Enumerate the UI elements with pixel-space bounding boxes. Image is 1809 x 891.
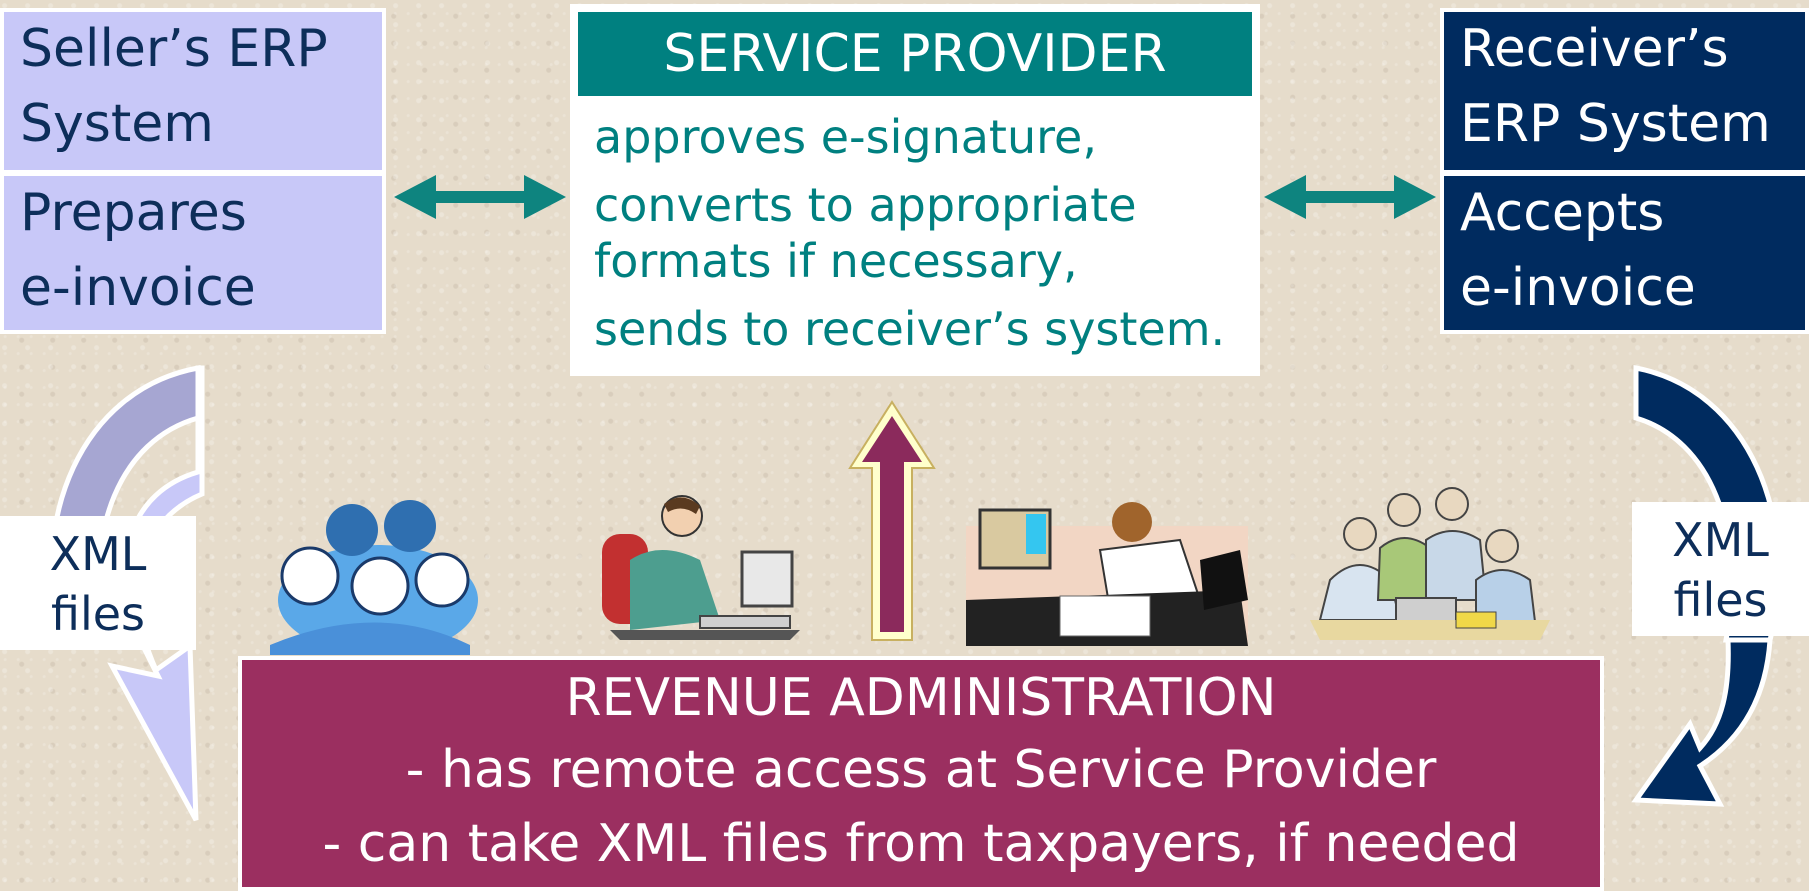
receiver-action-line1: Accepts — [1460, 183, 1665, 243]
man-at-computer-clipart — [602, 495, 800, 640]
revenue-administration-box: REVENUE ADMINISTRATION - has remote acce… — [238, 656, 1604, 891]
up-arrow — [848, 400, 936, 641]
seller-action-box: Prepares e-invoice — [0, 172, 386, 334]
sp-receiver-double-arrow — [1264, 175, 1436, 219]
sp-line-1: approves e-signature, — [594, 110, 1097, 164]
seller-title-box: Seller’s ERP System — [0, 8, 386, 174]
receiver-action-line2: e-invoice — [1460, 258, 1696, 318]
xml-files-left: XML files — [0, 516, 196, 650]
team-meeting-clipart — [1310, 487, 1550, 640]
sp-line-3: formats if necessary, — [594, 234, 1078, 288]
xml-files-right: XML files — [1632, 502, 1809, 636]
receiver-title-line2: ERP System — [1460, 94, 1771, 154]
revenue-line-1: - has remote access at Service Provider — [405, 740, 1437, 800]
sp-line-4: sends to receiver’s system. — [594, 302, 1226, 356]
seller-title-line1: Seller’s ERP — [20, 19, 328, 79]
service-provider-box: SERVICE PROVIDER approves e-signature, c… — [570, 4, 1260, 376]
receiver-title-box: Receiver’s ERP System — [1440, 8, 1809, 174]
seller-title-line2: System — [20, 94, 214, 154]
people-group-clipart — [270, 500, 478, 655]
xml-right-line1: XML — [1672, 513, 1769, 567]
seller-sp-double-arrow — [394, 175, 566, 219]
stressed-worker-clipart — [966, 502, 1248, 646]
xml-right-line2: files — [1673, 573, 1768, 627]
sp-line-2: converts to appropriate — [594, 178, 1137, 232]
service-provider-title: SERVICE PROVIDER — [578, 12, 1252, 96]
xml-left-line1: XML — [49, 527, 147, 581]
receiver-title-line1: Receiver’s — [1460, 19, 1729, 79]
xml-left-line2: files — [50, 587, 146, 641]
seller-action-line2: e-invoice — [20, 258, 256, 318]
revenue-title: REVENUE ADMINISTRATION — [565, 668, 1277, 728]
seller-action-line1: Prepares — [20, 183, 247, 243]
revenue-line-2: - can take XML files from taxpayers, if … — [322, 814, 1520, 874]
receiver-action-box: Accepts e-invoice — [1440, 172, 1809, 334]
